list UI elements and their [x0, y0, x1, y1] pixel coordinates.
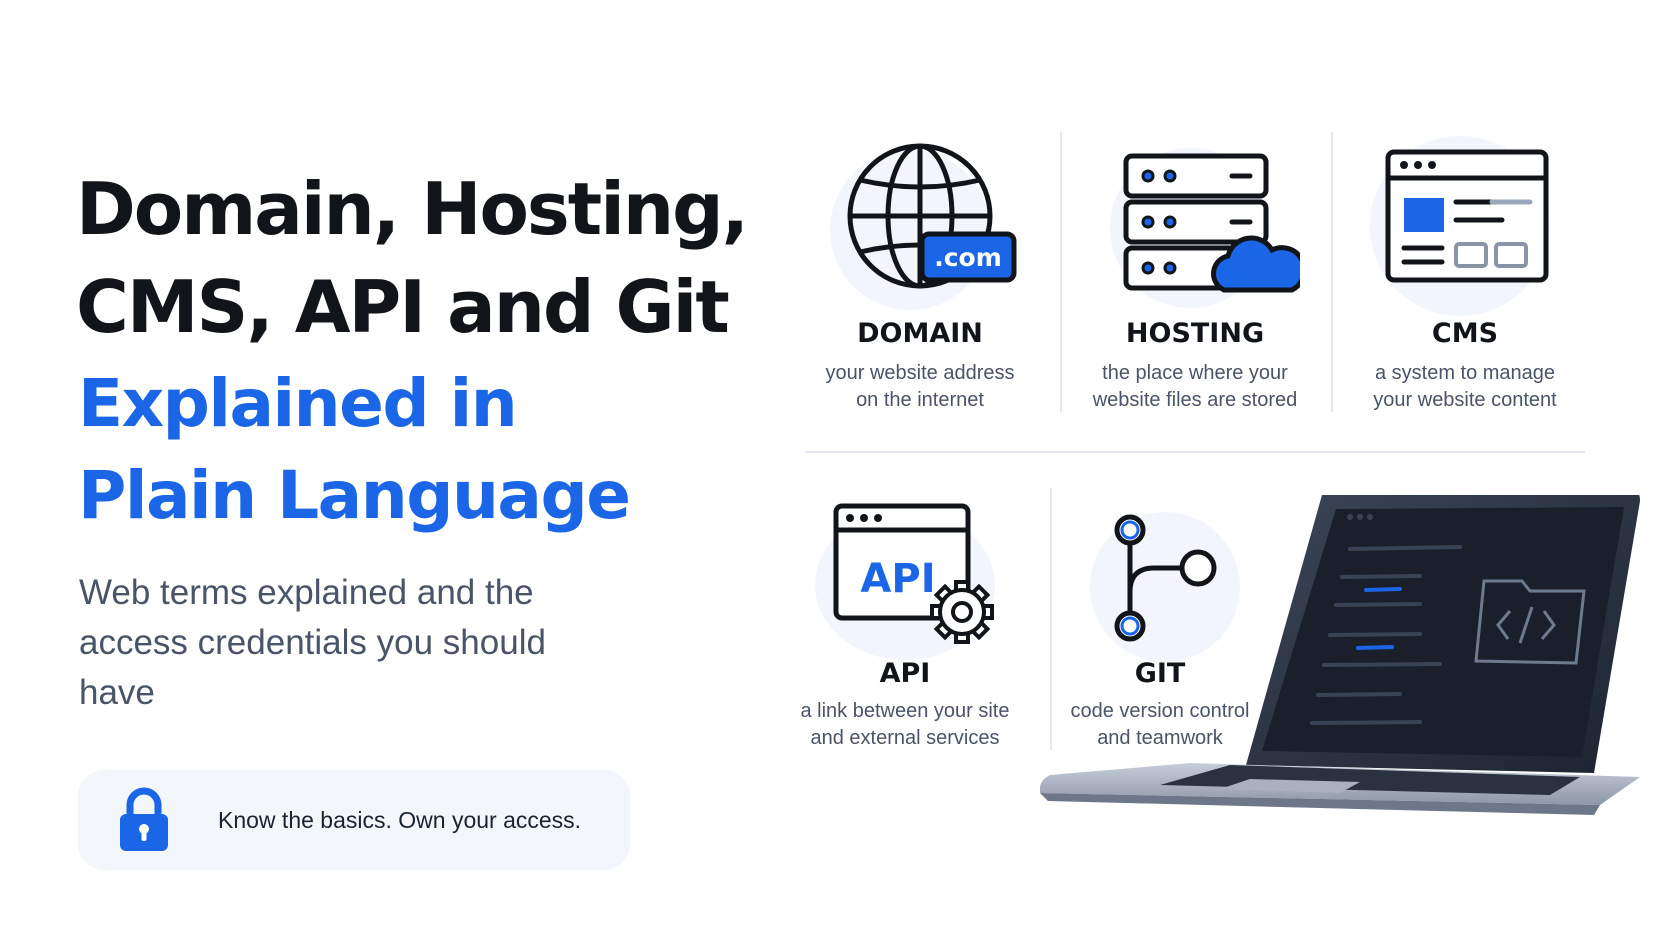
term-desc-line-1: the place where your [1102, 362, 1288, 384]
page-title-line-1: Domain, Hosting, [76, 167, 749, 251]
accent-title-line-2: Plain Language [78, 457, 631, 534]
laptop-code-icon [1040, 495, 1640, 815]
term-card-cms: CMS a system to manage your website cont… [1340, 130, 1590, 430]
term-name: HOSTING [1125, 318, 1265, 349]
term-desc-line-1: code version control [1070, 700, 1250, 722]
accent-title-line-1: Explained in [78, 365, 518, 442]
subtitle: Web terms explained and the access crede… [79, 573, 546, 712]
divider [1050, 488, 1052, 750]
callout-pill: Know the basics. Own your access. [78, 770, 630, 870]
term-card-hosting: HOSTING the place where your website fil… [1070, 130, 1320, 430]
divider [1060, 132, 1062, 412]
term-card-api: API API a link between your site and ext… [780, 490, 1030, 760]
domain-badge-text: .com [934, 243, 1002, 272]
term-desc-line-2: and teamwork [1097, 727, 1223, 749]
term-desc-line-2: and external services [810, 727, 1000, 749]
term-desc-line-1: your website address [825, 362, 1015, 384]
lock-icon [120, 787, 168, 851]
divider [805, 451, 1585, 453]
term-desc-line-2: your website content [1373, 389, 1557, 411]
term-name: GIT [1134, 658, 1186, 689]
term-desc-line-2: website files are stored [1092, 389, 1298, 411]
term-desc-line-1: a link between your site [800, 700, 1010, 722]
hero: Domain, Hosting, CMS, API and Git Explai… [76, 160, 796, 718]
server-cloud-icon [1123, 153, 1300, 293]
callout-text: Know the basics. Own your access. [218, 806, 582, 833]
term-card-git: GIT code version control and teamwork [1040, 490, 1280, 760]
term-name: DOMAIN [857, 318, 983, 349]
term-desc-line-2: on the internet [856, 389, 984, 411]
api-badge-text: API [860, 556, 935, 602]
browser-window-icon [1385, 149, 1549, 283]
git-branch-icon [1114, 514, 1217, 642]
term-desc-line-1: a system to manage [1374, 362, 1556, 384]
divider [1331, 132, 1333, 412]
page-title-line-2: CMS, API and Git [76, 265, 730, 349]
term-name: API [879, 658, 931, 689]
globe-icon: .com [847, 143, 1017, 289]
term-card-domain: .com DOMAIN your website address on the … [800, 130, 1040, 430]
term-name: CMS [1431, 318, 1499, 349]
api-gear-icon: API [833, 503, 994, 644]
